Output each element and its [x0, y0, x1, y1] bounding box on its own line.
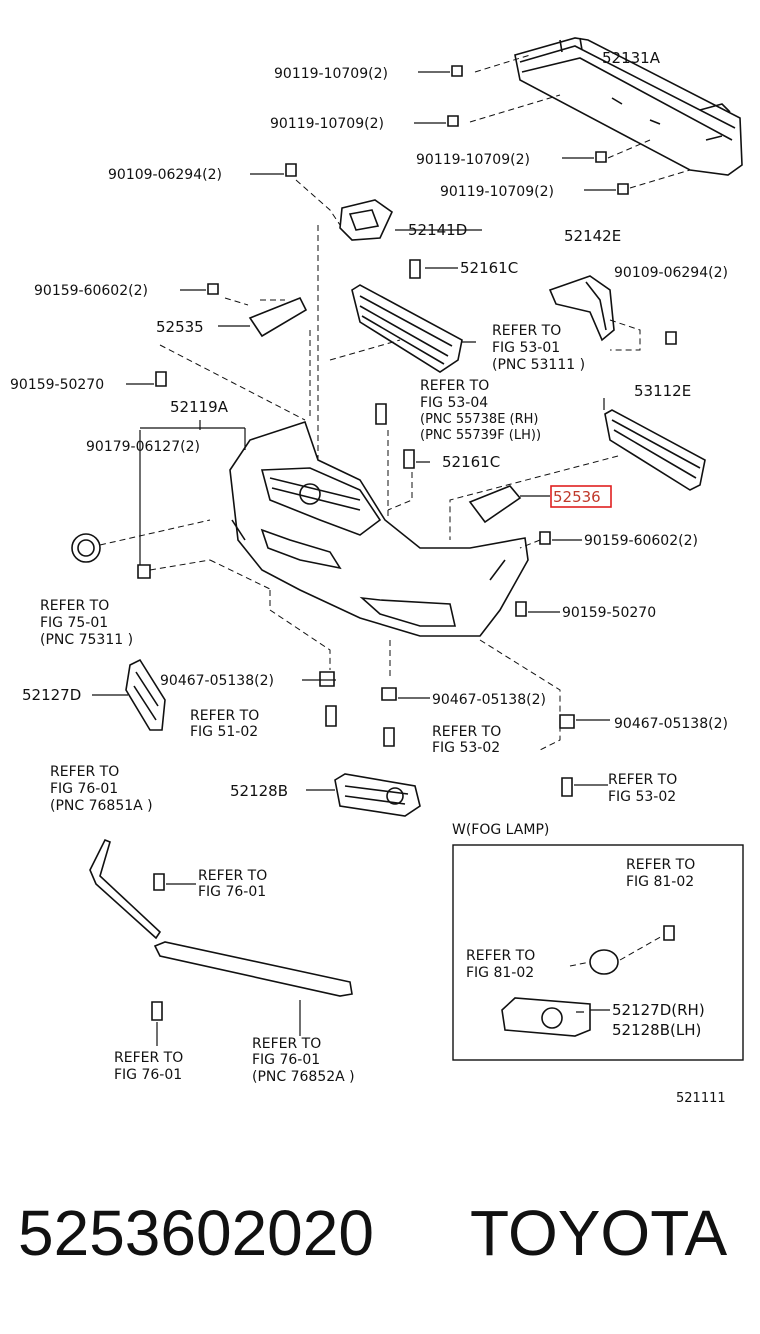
- ref-76-01b-line1: REFER TO: [198, 868, 267, 884]
- ref-53-01-line3: (PNC 53111 ): [492, 357, 585, 373]
- ref-53-02b-line1: REFER TO: [608, 772, 677, 788]
- ref-76-01d-line3: (PNC 76852A ): [252, 1069, 355, 1085]
- label-52142E: 52142E: [564, 227, 621, 245]
- fog-bezel-52128B-drawing: [334, 773, 421, 817]
- bolt-group-top: [155, 65, 677, 617]
- ref-53-02b-line2: FIG 53-02: [608, 789, 676, 805]
- fog-lamp-title: W(FOG LAMP): [452, 822, 549, 838]
- label-retainer-k3: 90467-05138(2): [614, 716, 728, 732]
- ref-76-01d-line2: FIG 76-01: [252, 1052, 320, 1068]
- label-52141D: 52141D: [408, 221, 467, 239]
- reinforcement-52131A-drawing: [514, 37, 743, 176]
- ref-81-02a-line2: FIG 81-02: [626, 874, 694, 890]
- label-screw-1: 90109-06294(2): [108, 167, 222, 183]
- ref-51-02-line2: FIG 51-02: [190, 724, 258, 740]
- label-52161C-b: 52161C: [442, 453, 500, 471]
- label-screw-s1: 90159-60602(2): [34, 283, 148, 299]
- label-bolt-1: 90119-10709(2): [274, 66, 388, 82]
- ref-81-02a-line1: REFER TO: [626, 857, 695, 873]
- label-52128B: 52128B: [230, 782, 288, 800]
- ref-81-02b-line2: FIG 81-02: [466, 965, 534, 981]
- label-retainer-k1: 90467-05138(2): [160, 673, 274, 689]
- bracket-52142E-drawing: [548, 275, 615, 342]
- ref-75-01-line1: REFER TO: [40, 598, 109, 614]
- ref-53-04-line1: REFER TO: [420, 378, 489, 394]
- upper-grille-drawing: [351, 284, 463, 373]
- ref-53-04-line3: (PNC 55738E (RH): [420, 412, 539, 427]
- ref-53-01-line2: FIG 53-01: [492, 340, 560, 356]
- ref-81-02b-line1: REFER TO: [466, 948, 535, 964]
- ref-76-01c-line1: REFER TO: [114, 1050, 183, 1066]
- ref-76-01c-line2: FIG 76-01: [114, 1067, 182, 1083]
- brand-name: TOYOTA: [470, 1197, 728, 1269]
- bracket-52536-drawing: [468, 485, 522, 524]
- label-53112E: 53112E: [634, 382, 691, 400]
- label-retainer-k2: 90467-05138(2): [432, 692, 546, 708]
- ref-76-01b-line2: FIG 76-01: [198, 884, 266, 900]
- ref-76-01a-line2: FIG 76-01: [50, 781, 118, 797]
- lower-spoiler-drawing: [89, 838, 353, 997]
- label-bolt-4: 90119-10709(2): [440, 184, 554, 200]
- lower-grille-53112E-drawing: [604, 409, 706, 491]
- ref-53-02a-line1: REFER TO: [432, 724, 501, 740]
- label-52127D: 52127D: [22, 686, 81, 704]
- ref-51-02-line1: REFER TO: [190, 708, 259, 724]
- label-52131A: 52131A: [602, 49, 661, 67]
- ref-53-04-line2: FIG 53-04: [420, 395, 488, 411]
- fog-bezel-52127D-drawing: [125, 658, 166, 731]
- label-rivet-r1: 90179-06127(2): [86, 439, 200, 455]
- bracket-52141D-drawing: [339, 199, 394, 241]
- ref-53-01-line1: REFER TO: [492, 323, 561, 339]
- emblem-drawing: [71, 533, 101, 563]
- bracket-52535-drawing: [248, 296, 308, 338]
- ref-76-01a-line3: (PNC 76851A ): [50, 798, 153, 814]
- ref-75-01-line3: (PNC 75311 ): [40, 632, 133, 648]
- label-52161C-a: 52161C: [460, 259, 518, 277]
- ref-53-02a-line2: FIG 53-02: [432, 740, 500, 756]
- bumper-cover-52119A-drawing: [229, 420, 529, 637]
- ref-76-01a-line1: REFER TO: [50, 764, 119, 780]
- highlight-52536-box: [550, 485, 612, 508]
- label-bolt-3: 90119-10709(2): [416, 152, 530, 168]
- ref-53-04-line4: (PNC 55739F (LH)): [420, 428, 541, 443]
- fog-lamp-drawing: [501, 925, 675, 1037]
- label-52535: 52535: [156, 318, 204, 336]
- ref-75-01-line2: FIG 75-01: [40, 615, 108, 631]
- label-bolt-2: 90119-10709(2): [270, 116, 384, 132]
- fog-lamp-box: [452, 844, 744, 1061]
- fog-label-rh: 52127D(RH): [612, 1001, 705, 1019]
- ref-76-01d-line1: REFER TO: [252, 1036, 321, 1052]
- part-number: 5253602020: [18, 1197, 374, 1269]
- fog-label-lh: 52128B(LH): [612, 1021, 701, 1039]
- label-screw-s3: 90159-60602(2): [584, 533, 698, 549]
- diagram-code: 521111: [676, 1091, 726, 1106]
- label-52119A: 52119A: [170, 398, 229, 416]
- label-screw-s4: 90159-50270: [562, 605, 656, 621]
- label-screw-2: 90109-06294(2): [614, 265, 728, 281]
- label-screw-s2: 90159-50270: [10, 377, 104, 393]
- label-52536-highlighted[interactable]: 52536: [553, 488, 601, 506]
